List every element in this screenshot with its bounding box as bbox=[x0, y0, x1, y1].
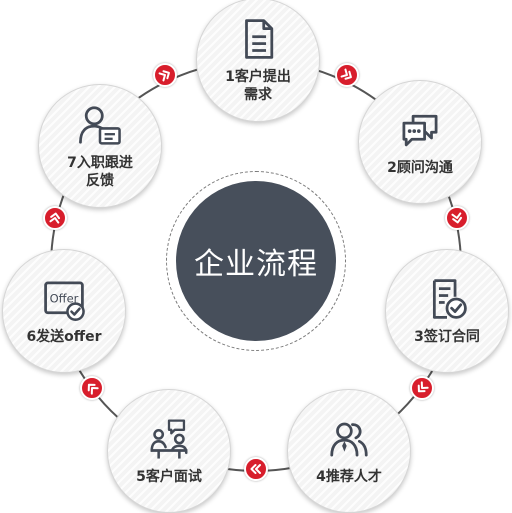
connector-1-2 bbox=[335, 63, 359, 87]
connector-6-7 bbox=[43, 206, 67, 230]
step-1-label: 1客户提出 需求 bbox=[225, 69, 291, 103]
center-dashed-ring bbox=[166, 171, 346, 351]
step-2-consultant-communication: 2顾问沟通 bbox=[358, 80, 482, 204]
connector-2-3 bbox=[445, 206, 469, 230]
step-3-label: 3签订合同 bbox=[414, 329, 480, 345]
double-chevron-icon bbox=[158, 70, 170, 82]
offer-icon: Offer bbox=[44, 281, 85, 321]
step-7-label: 7入职跟进 反馈 bbox=[67, 155, 133, 189]
connector-7-1 bbox=[153, 63, 177, 87]
step-2-label: 2顾问沟通 bbox=[387, 160, 453, 176]
people-icon bbox=[330, 422, 368, 457]
document-icon bbox=[245, 19, 274, 59]
step-7-onboarding-followup: 7入职跟进 反馈 bbox=[38, 84, 162, 208]
center-disc: 企业流程 bbox=[176, 181, 336, 341]
contract-check-icon bbox=[432, 279, 467, 319]
double-chevron-icon bbox=[87, 383, 99, 395]
chat-bubbles-icon bbox=[402, 114, 438, 147]
connector-5-6 bbox=[80, 376, 104, 400]
double-chevron-icon bbox=[49, 212, 61, 224]
step-1-client-request: 1客户提出 需求 bbox=[196, 0, 320, 122]
double-chevron-icon bbox=[340, 68, 352, 80]
step-5-label: 5客户面试 bbox=[136, 469, 202, 485]
step-4-label: 4推荐人才 bbox=[316, 469, 382, 485]
connector-4-5 bbox=[244, 457, 268, 481]
user-card-icon bbox=[79, 106, 121, 145]
connector-3-4 bbox=[410, 376, 434, 400]
offer-icon-text: Offer bbox=[50, 291, 79, 305]
step-6-label: 6发送offer bbox=[26, 329, 102, 345]
step-5-client-interview: 5客户面试 bbox=[107, 389, 231, 513]
double-chevron-icon bbox=[417, 381, 429, 393]
step-6-send-offer: Offer 6发送offer bbox=[2, 249, 126, 373]
double-chevron-icon bbox=[451, 212, 463, 224]
step-4-recommend-talent: 4推荐人才 bbox=[287, 389, 411, 513]
interview-icon bbox=[150, 419, 188, 459]
double-chevron-icon bbox=[250, 464, 261, 474]
step-3-sign-contract: 3签订合同 bbox=[385, 249, 509, 373]
center-title: 企业流程 bbox=[194, 247, 318, 282]
